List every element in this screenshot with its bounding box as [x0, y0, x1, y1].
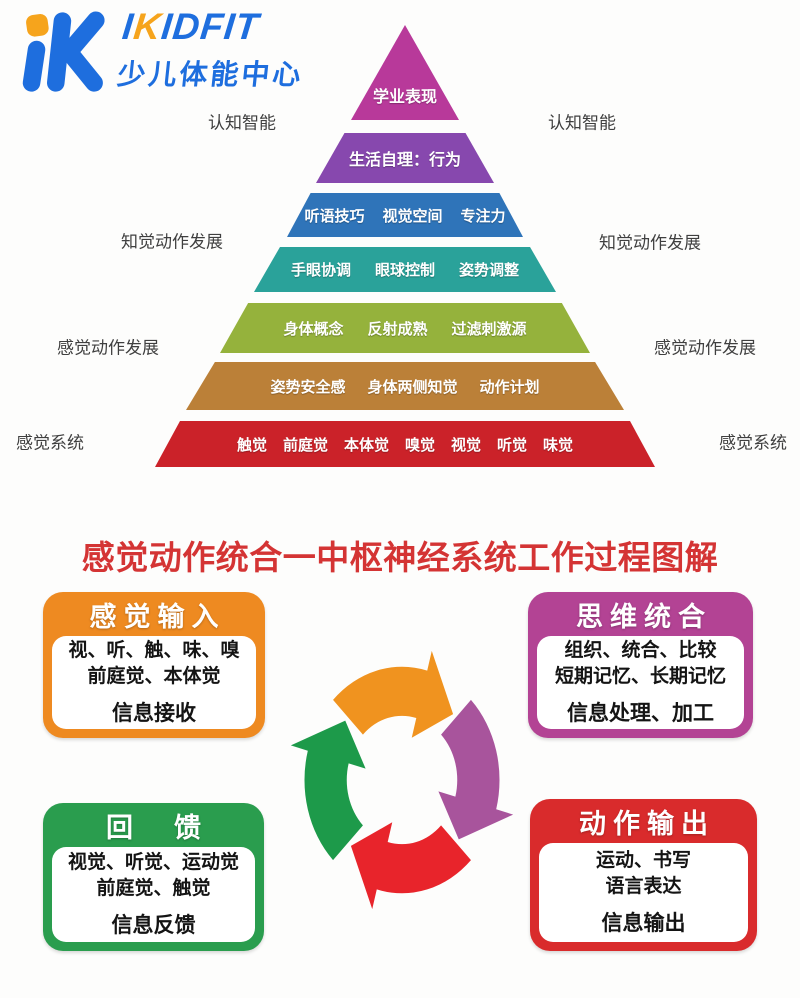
- pyramid-level-posture: 姿势安全感 身体两侧知觉 动作计划: [186, 362, 624, 410]
- box-footer: 信息反馈: [111, 914, 196, 938]
- side-label-sensory-left: 感觉系统: [16, 433, 84, 453]
- pyramid-item: 学业表现: [372, 89, 437, 106]
- side-label-perceptual-left: 知觉动作发展: [121, 232, 223, 252]
- cycle-arrow-left-icon: [290, 720, 366, 861]
- pyramid-item: 姿势安全感: [270, 378, 346, 396]
- side-label-cognitive-left: 认知智能: [208, 113, 276, 133]
- pyramid-item: 手眼协调: [290, 262, 351, 279]
- pyramid-item: 身体两侧知觉: [367, 378, 458, 396]
- side-label-perceptual-right: 知觉动作发展: [599, 233, 701, 253]
- pyramid-item: 专注力: [460, 207, 506, 225]
- box-footer: 信息输出: [601, 912, 686, 936]
- box-line: 视觉、听觉、运动觉: [67, 851, 239, 873]
- box-feedback: 回 馈 视觉、听觉、运动觉 前庭觉、触觉 信息反馈: [43, 803, 264, 951]
- pyramid-item: 视觉: [451, 436, 482, 454]
- box-body: 视、听、触、味、嗅 前庭觉、本体觉 信息接收: [52, 636, 256, 729]
- pyramid-item: 味觉: [543, 436, 574, 454]
- pyramid-level-senses: 触觉 前庭觉 本体觉 嗅觉 视觉 听觉 味觉: [155, 421, 655, 467]
- box-footer: 信息处理、加工: [567, 702, 714, 726]
- pyramid: 学业表现 生活自理：行为 听语技巧 视觉空间 专注力 手眼协调 眼球控制 姿势调…: [155, 25, 655, 470]
- pyramid-item: 身体概念: [283, 320, 344, 338]
- box-footer: 信息接收: [112, 702, 196, 726]
- pyramid-item: 听觉: [497, 436, 528, 454]
- cycle-arrow-bottom-icon: [350, 822, 471, 910]
- pyramid-level-body-concept: 身体概念 反射成熟 过滤刺激源: [220, 303, 590, 353]
- box-line: 前庭觉、触觉: [96, 877, 211, 899]
- pyramid-item: 触觉: [236, 436, 267, 454]
- side-label-sensorimotor-right: 感觉动作发展: [654, 338, 756, 358]
- box-header: 感觉输入: [89, 602, 226, 632]
- pyramid-item: 姿势调整: [459, 262, 520, 279]
- box-line: 组织、统合、比较: [564, 639, 717, 661]
- box-header: 回 馈: [106, 813, 208, 843]
- ikidfit-logo-icon: [22, 11, 105, 92]
- box-motor-output: 动作输出 运动、书写 语言表达 信息输出: [530, 799, 757, 951]
- box-header: 思维统合: [576, 602, 712, 632]
- box-body: 组织、统合、比较 短期记忆、长期记忆 信息处理、加工: [537, 636, 744, 729]
- pyramid-level-selfcare: 生活自理：行为: [316, 133, 494, 183]
- pyramid-item: 动作计划: [479, 378, 540, 396]
- side-label-sensory-right: 感觉系统: [719, 433, 787, 453]
- cycle-arrow-top-icon: [333, 650, 454, 738]
- box-line: 视、听、触、味、嗅: [68, 639, 240, 661]
- cycle-arrow-right-icon: [438, 699, 514, 840]
- pyramid-item: 视觉空间: [382, 207, 443, 225]
- cycle-title: 感觉动作统合一中枢神经系统工作过程图解: [81, 539, 719, 576]
- box-body: 视觉、听觉、运动觉 前庭觉、触觉 信息反馈: [52, 847, 255, 942]
- box-line: 短期记忆、长期记忆: [554, 665, 726, 687]
- box-line: 前庭觉、本体觉: [87, 665, 221, 687]
- box-thinking-integration: 思维统合 组织、统合、比较 短期记忆、长期记忆 信息处理、加工: [528, 592, 753, 738]
- pyramid-level-cognition: 听语技巧 视觉空间 专注力: [287, 193, 523, 237]
- pyramid-item: 过滤刺激源: [451, 320, 527, 338]
- logo: IKIDFIT 少儿体能中心: [14, 6, 306, 98]
- box-sensory-input: 感觉输入 视、听、触、味、嗅 前庭觉、本体觉 信息接收: [43, 592, 265, 738]
- side-label-cognitive-right: 认知智能: [548, 113, 616, 133]
- pyramid-item: 前庭觉: [282, 436, 328, 454]
- box-body: 运动、书写 语言表达 信息输出: [539, 843, 748, 942]
- pyramid-level-academic: 学业表现: [351, 25, 459, 120]
- pyramid-item: 嗅觉: [404, 436, 435, 454]
- pyramid-item: 本体觉: [343, 436, 389, 454]
- pyramid-item: 眼球控制: [374, 262, 435, 279]
- side-label-sensorimotor-left: 感觉动作发展: [57, 338, 159, 358]
- box-line: 运动、书写: [595, 849, 691, 871]
- pyramid-item: 生活自理：行为: [348, 152, 461, 169]
- pyramid-level-perceptual-motor: 手眼协调 眼球控制 姿势调整: [254, 247, 556, 292]
- box-header: 动作输出: [579, 809, 715, 839]
- pyramid-item: 反射成熟: [367, 320, 428, 338]
- pyramid-item: 听语技巧: [304, 207, 365, 225]
- cycle-arrows-icon: [290, 650, 514, 910]
- box-line: 语言表达: [605, 875, 682, 897]
